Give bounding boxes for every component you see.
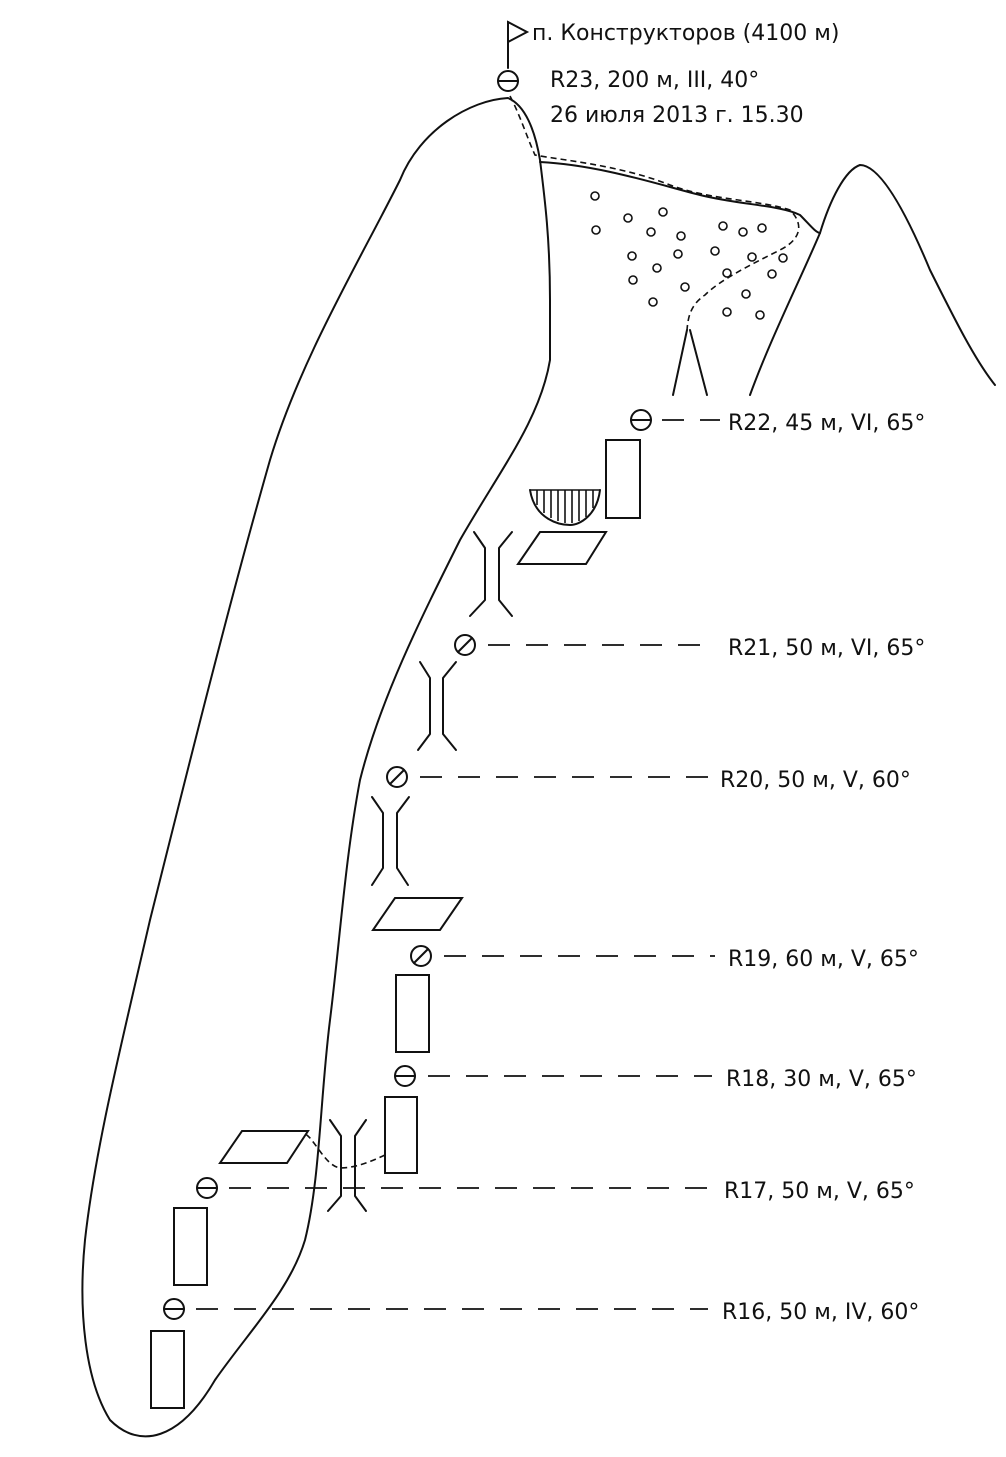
anchor-piton-icon <box>163 1298 185 1320</box>
slab-icon <box>371 897 464 931</box>
summit-date-label: 26 июля 2013 г. 15.30 <box>550 103 804 128</box>
wall-section-icon <box>384 1096 418 1174</box>
slab-icon <box>218 1130 310 1164</box>
couloir-line-left <box>672 329 688 396</box>
pitch-label-r22: R22, 45 м, VI, 65° <box>728 411 925 436</box>
anchor-bolt-icon <box>454 634 476 656</box>
crack-icon <box>417 661 457 751</box>
crack-icon <box>469 531 513 617</box>
wall-section-icon <box>395 974 430 1053</box>
anchor-piton-icon <box>630 409 652 431</box>
route-line-summit <box>509 95 800 331</box>
pitch-label-r18: R18, 30 м, V, 65° <box>726 1067 917 1092</box>
route-line-traverse <box>299 1131 386 1169</box>
pitch-label-r20: R20, 50 м, V, 60° <box>720 768 911 793</box>
slab-icon <box>516 531 608 565</box>
pitch-label-r19: R19, 60 м, V, 65° <box>728 947 919 972</box>
pitch-label-r21: R21, 50 м, VI, 65° <box>728 636 925 661</box>
summit-pitch-label: R23, 200 м, III, 40° <box>550 68 759 93</box>
snow-slope-edge <box>539 161 821 234</box>
summit-label: п. Конструкторов (4100 м) <box>532 21 839 46</box>
anchor-piton-icon <box>394 1065 416 1087</box>
pitch-label-r16: R16, 50 м, IV, 60° <box>722 1300 919 1325</box>
anchor-bolt-icon <box>410 945 432 967</box>
rock-outline-main <box>81 97 551 1438</box>
overhang-icon <box>529 489 601 526</box>
crack-icon <box>327 1119 367 1212</box>
pitch-label-r17: R17, 50 м, V, 65° <box>724 1179 915 1204</box>
anchor-piton-icon <box>497 70 519 92</box>
crack-icon <box>371 796 410 886</box>
couloir-line-right <box>689 329 708 396</box>
wall-section-icon <box>605 439 641 519</box>
anchor-bolt-icon <box>386 766 408 788</box>
wall-section-icon <box>150 1330 185 1409</box>
summit-flag-icon <box>507 20 530 44</box>
scree-field <box>590 191 788 320</box>
anchor-piton-icon <box>196 1177 218 1199</box>
wall-section-icon <box>173 1207 208 1286</box>
right-ridge-outline <box>749 164 996 396</box>
